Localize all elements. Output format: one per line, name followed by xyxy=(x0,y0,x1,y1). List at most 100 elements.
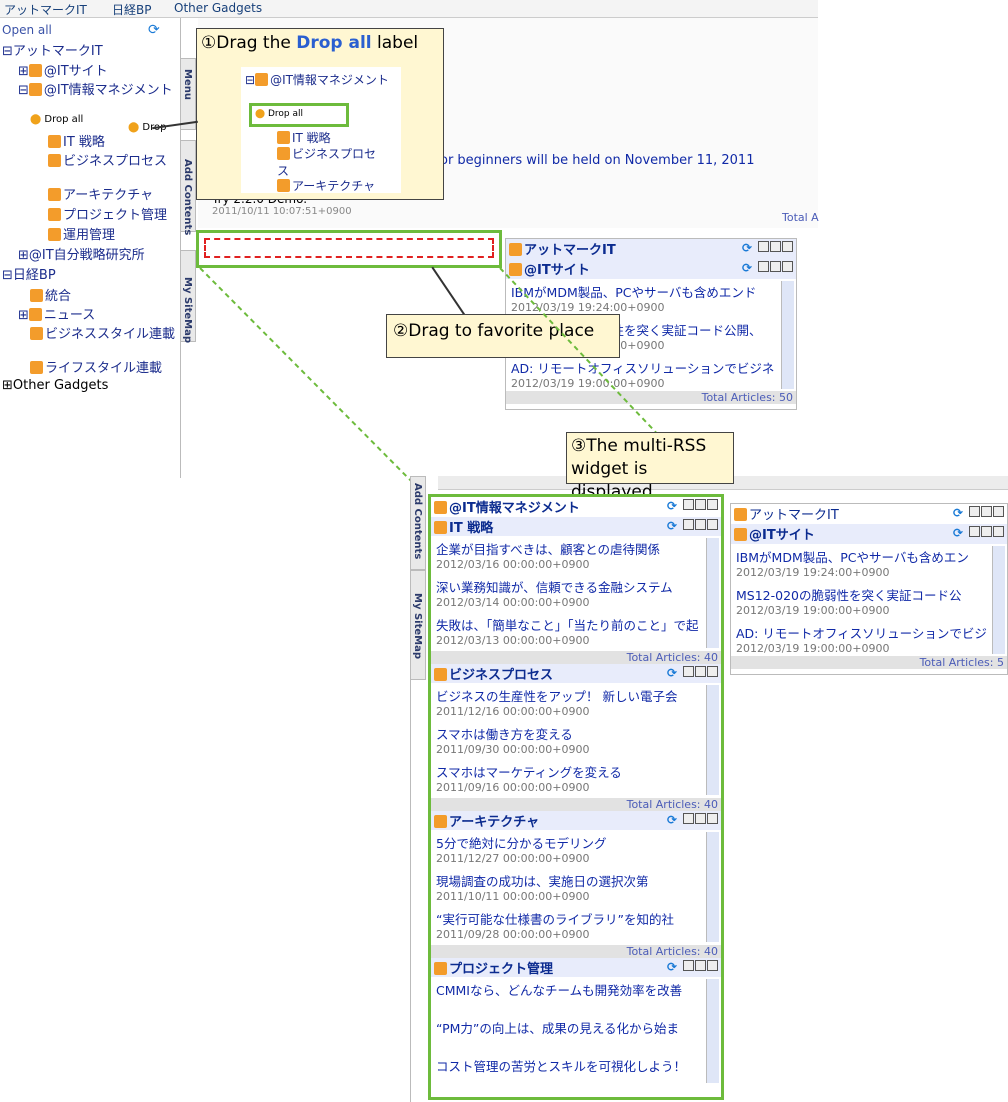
tree-node-architecture[interactable]: アーキテクチャ xyxy=(48,184,153,203)
drop-all-label[interactable]: ⬤ Drop all xyxy=(30,114,84,125)
minimize-icon[interactable] xyxy=(969,506,980,517)
small-rss-widget: アットマークIT ⟳ @ITサイト ⟳ IBMがMDM製品、PCやサーバも含めエ… xyxy=(505,238,797,410)
tab-other-gadgets[interactable]: Other Gadgets xyxy=(174,1,263,15)
refresh-icon[interactable]: ⟳ xyxy=(742,261,753,275)
rss-icon xyxy=(48,228,61,241)
rss-icon xyxy=(434,962,447,975)
refresh-icon[interactable]: ⟳ xyxy=(148,22,160,38)
minimize-icon[interactable] xyxy=(758,261,769,272)
refresh-icon[interactable]: ⟳ xyxy=(667,813,678,827)
close-icon[interactable] xyxy=(782,241,793,252)
refresh-icon[interactable]: ⟳ xyxy=(667,519,678,533)
maximize-icon[interactable] xyxy=(770,241,781,252)
minimize-icon[interactable] xyxy=(683,519,694,530)
rss-icon xyxy=(277,179,290,192)
tab-my-sitemap[interactable]: My SiteMap xyxy=(180,250,196,343)
section-header: プロジェクト管理⟳ xyxy=(431,958,721,977)
minimize-icon[interactable] xyxy=(969,526,980,537)
tab-add-contents[interactable]: Add Contents xyxy=(180,140,196,235)
refresh-icon[interactable]: ⟳ xyxy=(742,241,753,255)
tree-node-jibun[interactable]: ⊞@IT自分戦略研究所 xyxy=(18,248,145,263)
rss-icon xyxy=(255,73,269,86)
maximize-icon[interactable] xyxy=(770,261,781,272)
tab-atmarkit[interactable]: アットマークIT xyxy=(4,3,87,17)
tab-add-contents-2[interactable]: Add Contents xyxy=(410,476,426,570)
drop-icon: ⬤ xyxy=(30,114,42,125)
minimize-icon[interactable] xyxy=(683,960,694,971)
scrollbar[interactable] xyxy=(706,979,719,1083)
maximize-icon[interactable] xyxy=(695,813,706,824)
close-icon[interactable] xyxy=(707,666,718,677)
scrollbar[interactable] xyxy=(781,281,794,389)
tree-node-atmarkit[interactable]: ⊟アットマークIT xyxy=(2,44,103,59)
minimize-icon[interactable] xyxy=(683,499,694,510)
close-icon[interactable] xyxy=(707,813,718,824)
rss-icon xyxy=(28,308,42,321)
maximize-icon[interactable] xyxy=(695,499,706,510)
scrollbar[interactable] xyxy=(706,685,719,795)
maximize-icon[interactable] xyxy=(695,666,706,677)
maximize-icon[interactable] xyxy=(981,526,992,537)
tree-node-business-process[interactable]: ビジネスプロセス xyxy=(48,150,167,169)
refresh-icon[interactable]: ⟳ xyxy=(667,499,678,513)
tree-node-news[interactable]: ⊞ニュース xyxy=(18,308,96,323)
minimize-icon[interactable] xyxy=(758,241,769,252)
tree-node-integrated[interactable]: 統合 xyxy=(30,285,71,304)
list-item[interactable]: “PM力”の向上は、成果の見える化から始ま xyxy=(436,1021,680,1036)
section-header: ビジネスプロセス⟳ xyxy=(431,664,721,683)
tree-node-itsite[interactable]: ⊞@ITサイト xyxy=(18,64,108,79)
list-item[interactable]: コスト管理の苦労とスキルを可視化しよう！ xyxy=(436,1059,687,1074)
tree-node-it-strategy[interactable]: IT 戦略 xyxy=(48,131,105,150)
maximize-icon[interactable] xyxy=(981,506,992,517)
rss-icon xyxy=(277,131,290,144)
refresh-icon[interactable]: ⟳ xyxy=(667,666,678,680)
news-fragment[interactable]: or beginners will be held on November 11… xyxy=(440,153,755,168)
scrollbar[interactable] xyxy=(706,538,719,648)
section-header: アーキテクチャ⟳ xyxy=(431,811,721,830)
refresh-icon[interactable]: ⟳ xyxy=(667,960,678,974)
maximize-icon[interactable] xyxy=(695,519,706,530)
close-icon[interactable] xyxy=(993,506,1004,517)
open-all-link[interactable]: Open all xyxy=(2,23,52,37)
tab-nikkeibp[interactable]: 日経BP xyxy=(112,3,152,17)
tab-my-sitemap-2[interactable]: My SiteMap xyxy=(410,570,426,680)
close-icon[interactable] xyxy=(707,519,718,530)
list-item[interactable]: CMMIなら、どんなチームも開発効率を改善 xyxy=(436,983,683,998)
tree-node-lifestyle[interactable]: ライフスタイル連載 xyxy=(30,357,162,376)
refresh-icon[interactable]: ⟳ xyxy=(953,526,964,540)
refresh-icon[interactable]: ⟳ xyxy=(953,506,964,520)
tree-node-operations[interactable]: 運用管理 xyxy=(48,224,115,243)
tree-node-nikkeibp[interactable]: ⊟日経BP xyxy=(2,268,56,283)
minimize-icon[interactable] xyxy=(683,813,694,824)
close-icon[interactable] xyxy=(707,960,718,971)
tree-node-itmanagement[interactable]: ⊟@IT情報マネジメント xyxy=(18,83,173,98)
close-icon[interactable] xyxy=(993,526,1004,537)
close-icon[interactable] xyxy=(782,261,793,272)
tree-node-other-gadgets[interactable]: ⊞Other Gadgets xyxy=(2,378,109,393)
maximize-icon[interactable] xyxy=(695,960,706,971)
scrollbar[interactable] xyxy=(992,546,1005,654)
widget-subheader: @ITサイト ⟳ xyxy=(731,524,1007,544)
minimize-icon[interactable] xyxy=(683,666,694,677)
widget-controls: ⟳ xyxy=(667,519,718,534)
tree-node-project[interactable]: プロジェクト管理 xyxy=(48,204,167,223)
section-header: IT 戦略⟳ xyxy=(431,517,721,536)
tab-menu[interactable]: Menu xyxy=(180,58,196,130)
tree-node-business-style[interactable]: ビジネススタイル連載 xyxy=(30,323,175,342)
scrollbar[interactable] xyxy=(706,832,719,942)
close-icon[interactable] xyxy=(707,499,718,510)
